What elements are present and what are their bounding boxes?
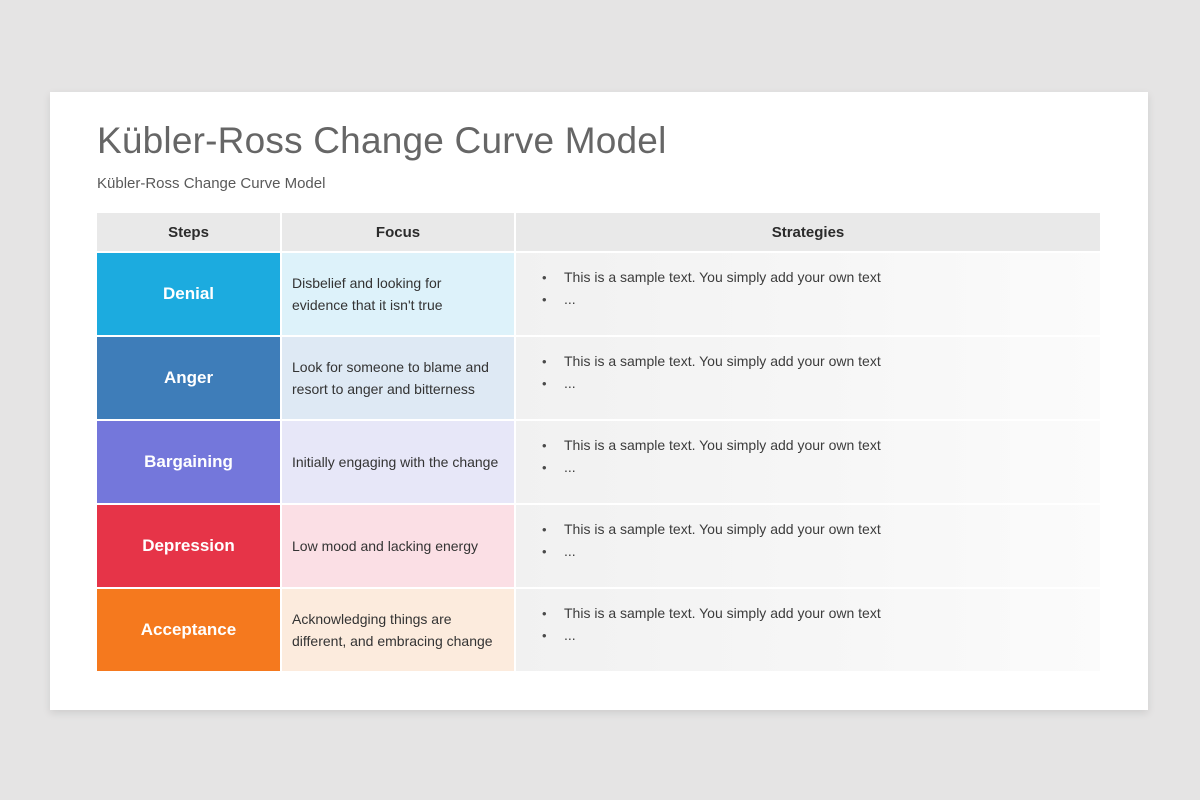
table-row: Denial Disbelief and looking for evidenc… xyxy=(97,253,1100,335)
strategy-item: ... xyxy=(532,625,1090,646)
strategy-item: This is a sample text. You simply add yo… xyxy=(532,351,1090,372)
strategy-item: ... xyxy=(532,541,1090,562)
strategies-cell: This is a sample text. You simply add yo… xyxy=(516,421,1100,503)
table-header-row: Steps Focus Strategies xyxy=(97,213,1100,251)
strategies-cell: This is a sample text. You simply add yo… xyxy=(516,253,1100,335)
focus-cell: Acknowledging things are different, and … xyxy=(282,589,514,671)
strategies-list: This is a sample text. You simply add yo… xyxy=(532,267,1090,310)
step-cell: Acceptance xyxy=(97,589,280,671)
focus-cell: Initially engaging with the change xyxy=(282,421,514,503)
page-subtitle: Kübler-Ross Change Curve Model xyxy=(97,175,326,192)
strategy-item: ... xyxy=(532,373,1090,394)
column-header-strategies: Strategies xyxy=(516,213,1100,251)
strategy-item: ... xyxy=(532,289,1090,310)
table-row: Bargaining Initially engaging with the c… xyxy=(97,421,1100,503)
strategy-item: This is a sample text. You simply add yo… xyxy=(532,603,1090,624)
column-header-steps: Steps xyxy=(97,213,280,251)
strategy-item: ... xyxy=(532,457,1090,478)
column-header-focus: Focus xyxy=(282,213,514,251)
focus-cell: Low mood and lacking energy xyxy=(282,505,514,587)
step-cell: Denial xyxy=(97,253,280,335)
strategies-cell: This is a sample text. You simply add yo… xyxy=(516,505,1100,587)
table-row: Depression Low mood and lacking energy T… xyxy=(97,505,1100,587)
page-title: Kübler-Ross Change Curve Model xyxy=(97,120,667,161)
strategies-list: This is a sample text. You simply add yo… xyxy=(532,519,1090,562)
focus-cell: Look for someone to blame and resort to … xyxy=(282,337,514,419)
strategy-item: This is a sample text. You simply add yo… xyxy=(532,519,1090,540)
slide-card: Kübler-Ross Change Curve Model Kübler-Ro… xyxy=(50,92,1148,710)
step-cell: Depression xyxy=(97,505,280,587)
focus-cell: Disbelief and looking for evidence that … xyxy=(282,253,514,335)
step-cell: Anger xyxy=(97,337,280,419)
table-body: Denial Disbelief and looking for evidenc… xyxy=(97,253,1100,671)
step-cell: Bargaining xyxy=(97,421,280,503)
strategy-item: This is a sample text. You simply add yo… xyxy=(532,267,1090,288)
strategies-list: This is a sample text. You simply add yo… xyxy=(532,603,1090,646)
strategy-item: This is a sample text. You simply add yo… xyxy=(532,435,1090,456)
strategies-cell: This is a sample text. You simply add yo… xyxy=(516,337,1100,419)
strategies-cell: This is a sample text. You simply add yo… xyxy=(516,589,1100,671)
table-row: Acceptance Acknowledging things are diff… xyxy=(97,589,1100,671)
strategies-list: This is a sample text. You simply add yo… xyxy=(532,435,1090,478)
strategies-list: This is a sample text. You simply add yo… xyxy=(532,351,1090,394)
slide-content: Kübler-Ross Change Curve Model Kübler-Ro… xyxy=(50,92,1148,671)
change-curve-table: Steps Focus Strategies Denial Disbelief … xyxy=(97,213,1100,671)
table-row: Anger Look for someone to blame and reso… xyxy=(97,337,1100,419)
